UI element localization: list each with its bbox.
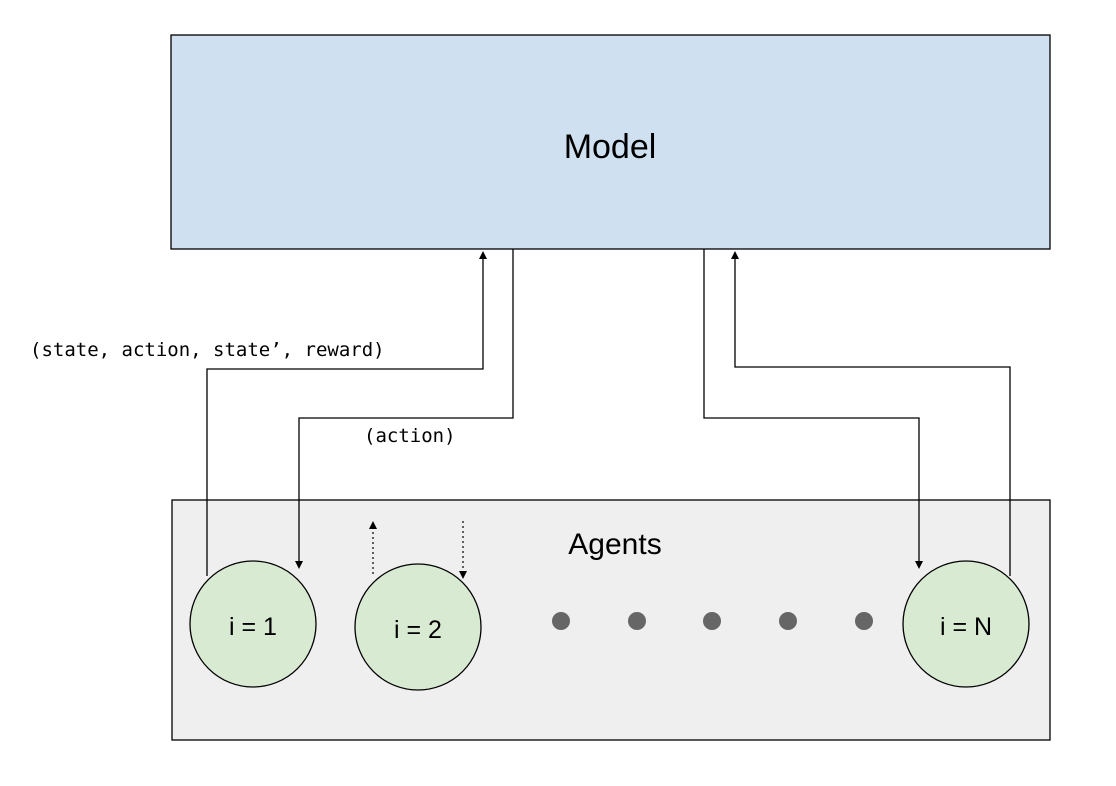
ellipsis-dot xyxy=(552,612,570,630)
experience-edge-label: (state, action, state’, reward) xyxy=(30,339,385,361)
action-arrow-agent-n xyxy=(703,249,923,569)
agent-node-1 xyxy=(189,560,317,688)
model-box xyxy=(170,34,1051,250)
agent-node-n xyxy=(902,560,1030,688)
ellipsis-dot xyxy=(703,612,721,630)
ellipsis-dot xyxy=(855,612,873,630)
agents-label: Agents xyxy=(568,528,661,561)
experience-arrow-agent-1 xyxy=(206,251,487,576)
action-edge-label: (action) xyxy=(364,425,456,447)
experience-arrow-agent-n xyxy=(731,251,1011,576)
agent-node-n-label: i = N xyxy=(940,613,992,641)
agent-node-2-label: i = 2 xyxy=(394,616,442,644)
agent-node-2 xyxy=(354,563,482,691)
agent-node-1-label: i = 1 xyxy=(229,613,277,641)
ellipsis-dot xyxy=(779,612,797,630)
model-label: Model xyxy=(564,128,657,166)
ellipsis-dot xyxy=(628,612,646,630)
action-arrow-agent-1 xyxy=(295,249,514,569)
